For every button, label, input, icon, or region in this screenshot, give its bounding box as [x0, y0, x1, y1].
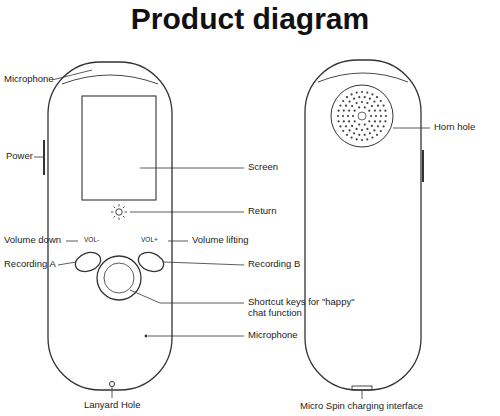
grille-dot: [353, 132, 355, 134]
grille-dot: [371, 105, 373, 107]
grille-dot: [338, 120, 340, 122]
grille-dot: [383, 125, 385, 127]
grille-dot: [339, 105, 341, 107]
grille-dot: [356, 138, 358, 140]
grille-dot: [366, 138, 368, 140]
grille-dot: [348, 110, 350, 112]
grille-dot: [346, 96, 348, 98]
grille-dot: [364, 96, 366, 98]
grille-dot: [374, 120, 376, 122]
part-label: Volume down: [4, 235, 61, 246]
part-label: Recording A: [4, 259, 56, 270]
grille-dot: [383, 105, 385, 107]
grille-dot: [364, 124, 366, 126]
grille-dot: [337, 115, 339, 117]
grille-dot: [385, 115, 387, 117]
grille-dot: [354, 110, 356, 112]
grille-dot: [353, 98, 355, 100]
grille-dot: [368, 110, 370, 112]
grille-dot: [343, 120, 345, 122]
grille-dot: [364, 134, 366, 136]
grille-dot: [354, 120, 356, 122]
grille-dot: [338, 110, 340, 112]
grille-dot: [342, 115, 344, 117]
grille-dot: [371, 93, 373, 95]
grille-dot: [380, 130, 382, 132]
grille-dot: [375, 115, 377, 117]
diagram-title: Product diagram: [0, 2, 500, 36]
grille-dot: [351, 125, 353, 127]
grille-dot: [358, 134, 360, 136]
grille-dot: [356, 128, 358, 130]
grille-dot: [342, 130, 344, 132]
grille-dot: [347, 115, 349, 117]
part-label: Recording B: [248, 259, 300, 270]
grille-dot: [384, 120, 386, 122]
grille-dot: [379, 120, 381, 122]
grille-dot: [376, 96, 378, 98]
grille-dot: [361, 129, 363, 131]
grille-dot: [352, 115, 354, 117]
grille-dot: [376, 134, 378, 136]
grille-dot: [366, 128, 368, 130]
part-label: Microphone: [248, 330, 298, 341]
grille-dot: [339, 125, 341, 127]
part-label: Shortcut keys for "happy" chat function: [248, 297, 368, 319]
grille-dot: [345, 125, 347, 127]
grille-dot: [356, 92, 358, 94]
part-label: Microphone: [4, 74, 54, 85]
grille-dot: [364, 106, 366, 108]
grille-dot: [370, 115, 372, 117]
grille-dot: [358, 106, 360, 108]
grille-dot: [356, 102, 358, 104]
part-label: Power: [6, 151, 33, 162]
grille-dot: [371, 137, 373, 139]
grille-dot: [366, 102, 368, 104]
grille-dot: [379, 110, 381, 112]
grille-dot: [346, 134, 348, 136]
grille-dot: [373, 101, 375, 103]
grille-dot: [380, 100, 382, 102]
grille-dot: [345, 105, 347, 107]
part-label: Lanyard Hole: [84, 400, 141, 411]
grille-dot: [366, 92, 368, 94]
device-marking: VOL-: [84, 236, 99, 243]
grille-dot: [351, 137, 353, 139]
grille-dot: [377, 125, 379, 127]
grille-dot: [361, 139, 363, 141]
grille-dot: [349, 101, 351, 103]
device-marking: VOL+: [141, 236, 158, 243]
grille-dot: [348, 120, 350, 122]
part-label: Volume lifting: [192, 235, 249, 246]
grille-dot: [377, 105, 379, 107]
grille-dot: [384, 110, 386, 112]
grille-dot: [349, 129, 351, 131]
grille-dot: [373, 129, 375, 131]
part-label: Micro Spin charging interface: [300, 401, 423, 412]
grille-dot: [351, 93, 353, 95]
grille-dot: [368, 120, 370, 122]
part-label: Horn hole: [434, 122, 475, 133]
grille-dot: [371, 125, 373, 127]
grille-dot: [369, 98, 371, 100]
grille-dot: [343, 110, 345, 112]
grille-dot: [374, 110, 376, 112]
grille-center: [358, 112, 366, 120]
grille-dot: [369, 132, 371, 134]
grille-dot: [358, 96, 360, 98]
grille-dot: [351, 105, 353, 107]
part-label: Screen: [248, 162, 278, 173]
grille-dot: [380, 115, 382, 117]
grille-dot: [361, 101, 363, 103]
part-label: Return: [248, 206, 277, 217]
grille-dot: [361, 91, 363, 93]
grille-dot: [342, 100, 344, 102]
grille-dot: [358, 124, 360, 126]
